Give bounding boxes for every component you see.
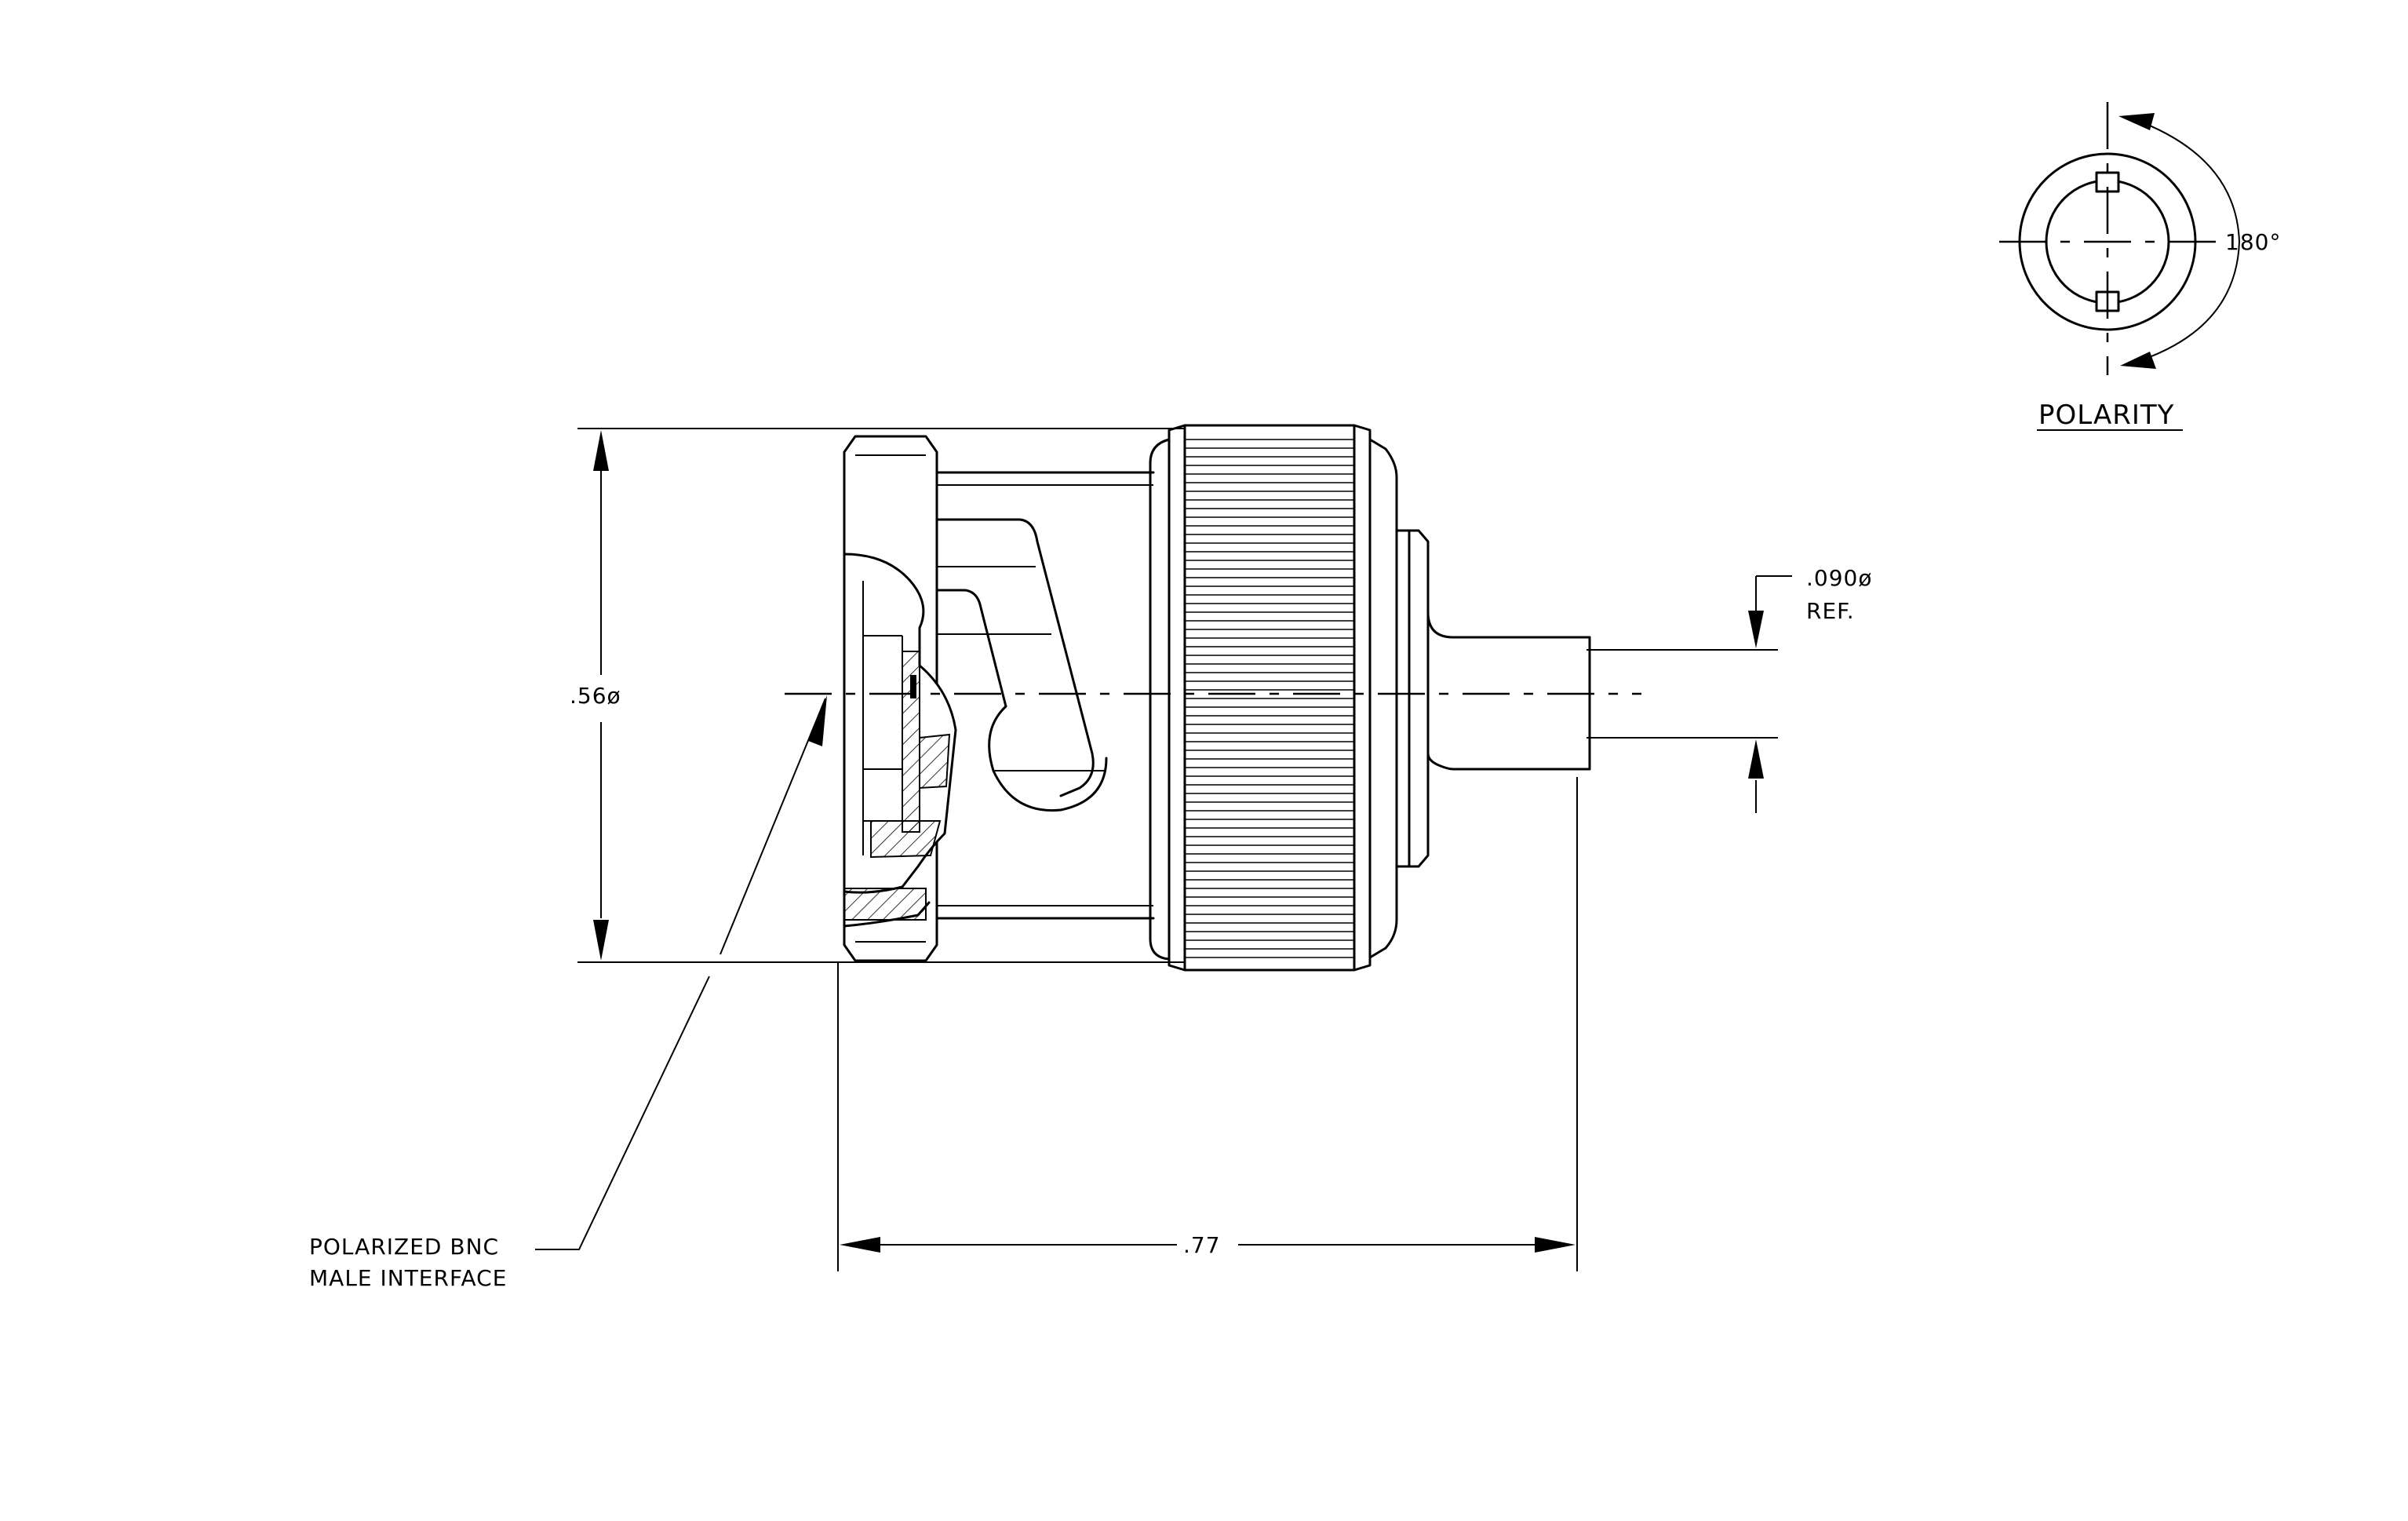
- section-cutaway: [843, 553, 957, 928]
- dimension-diameter-056: .56ø: [570, 428, 1185, 963]
- dimension-pin-diameter: .090ø REF.: [1587, 565, 1872, 813]
- diameter-label: .56ø: [570, 683, 621, 709]
- pin-diameter-label: .090ø: [1806, 565, 1872, 591]
- coupling-nut: [1149, 424, 1398, 972]
- pin-diameter-ref-label: REF.: [1806, 598, 1855, 624]
- dimension-length-077: .77: [837, 777, 1578, 1271]
- rear-sleeve: [1395, 529, 1591, 868]
- length-label: .77: [1183, 1232, 1221, 1258]
- callout-line1: POLARIZED BNC: [309, 1234, 499, 1260]
- callout-interface: POLARIZED BNC MALE INTERFACE: [309, 695, 827, 1291]
- bayonet-slot: [935, 518, 1108, 812]
- connector-body: [843, 424, 1591, 972]
- polarity-view: 180° POLARITY: [1999, 102, 2281, 431]
- polarity-title: POLARITY: [2038, 399, 2174, 431]
- connector-shell: [935, 471, 1155, 920]
- angle-label: 180°: [2225, 229, 2281, 255]
- knurl-pattern: [1185, 439, 1354, 958]
- callout-line2: MALE INTERFACE: [309, 1265, 507, 1291]
